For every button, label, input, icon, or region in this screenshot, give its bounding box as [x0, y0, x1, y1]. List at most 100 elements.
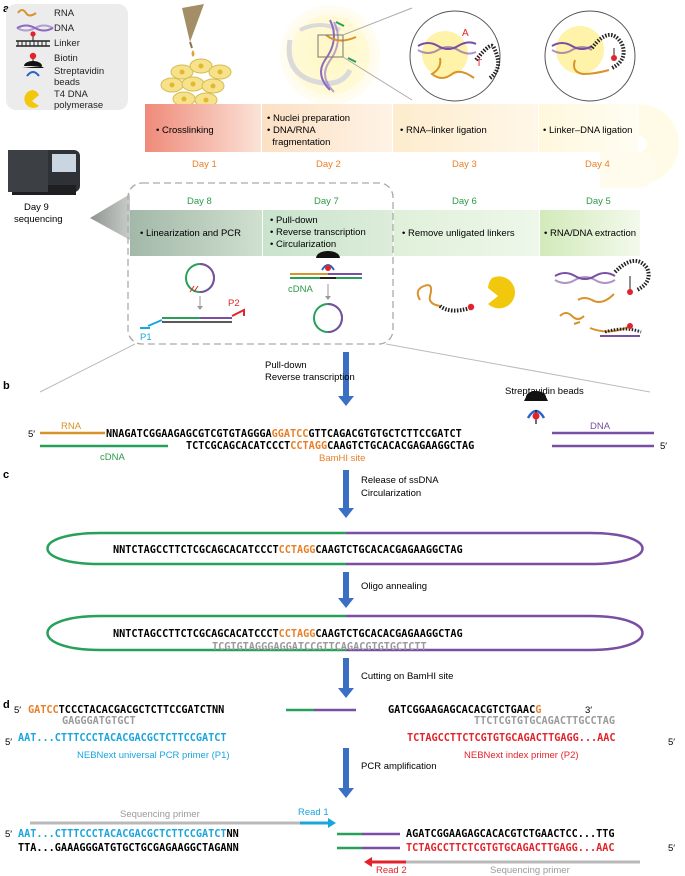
c-circle-2 [46, 614, 644, 652]
read1-label: Read 1 [298, 807, 329, 818]
c-circle-seq-2: NNTCTAGCCTTCTCGCAGCACATCCCTCCTAGGCAAGTCT… [113, 629, 463, 640]
nucleus-illustration [280, 5, 413, 105]
b-5prime-left: 5′ [28, 429, 35, 440]
step-day3-text: • RNA–linker ligation [400, 125, 487, 136]
zoom-line-left [39, 343, 136, 393]
bottom-step-band [90, 182, 640, 345]
step-day2-text-3: fragmentation [267, 137, 330, 148]
d-left-oligo: GAGGGATGTGCT [62, 716, 136, 727]
p1-seq: AAT...CTTTCCCTACACGACGCTCTTCCGATCT [18, 733, 227, 744]
panel-label-b: b [3, 380, 10, 392]
read2-arrow-head [364, 857, 372, 867]
legend-box [6, 4, 128, 110]
rna-dna-extraction-illustration [554, 259, 651, 337]
day7-label: Day 7 [314, 196, 339, 207]
streptavidin-icon [22, 61, 44, 77]
final-5prime-left: 5′ [5, 829, 12, 840]
p2-seq: TCTAGCCTTCTCGTGTGCAGACTTGAGG...AAC [407, 733, 616, 744]
day3-label: Day 3 [452, 159, 477, 170]
b-dna-label: DNA [590, 421, 611, 432]
legend-t4-label-1: T4 DNA [54, 89, 88, 100]
day8-label: Day 8 [187, 196, 212, 207]
final-bottom-left: TTA...GAAAGGGATGTGCTGCGAGAAGGCTAGANN [18, 843, 239, 854]
seq-primer-1-label: Sequencing primer [120, 809, 200, 820]
t-overhang-label: T [476, 58, 482, 69]
p2-small-label: P2 [228, 298, 240, 309]
c-step-release: Release of ssDNA [361, 475, 439, 486]
b-step-pulldown: Pull-down [265, 360, 307, 371]
rna-linker-ligation-illustration: A T [409, 10, 501, 102]
b-cdna-label: cDNA [100, 452, 125, 463]
day4-box [539, 104, 639, 152]
d-right-oligo: TTCTCGTGTGCAGACTTGCCTAG [474, 716, 615, 727]
day9-label: Day 9 [24, 202, 49, 213]
d-left-seq: GATCCTCCCTACACGACGCTCTTCCGATCTNN [28, 705, 224, 716]
b-rna-label: RNA [61, 421, 82, 432]
c-oligo-seq: TCGTGTAGGGAGGATCCGTTCAGACGTGTGCTCTT [212, 642, 427, 653]
legend-linker-label: Linker [54, 38, 80, 49]
sequencing-label: sequencing [14, 214, 63, 225]
final-top-left: AAT...CTTTCCCTACACGACGCTCTTCCGATCTNN [18, 829, 239, 840]
day7-box [263, 210, 393, 256]
p1-label: NEBNext universal PCR primer (P1) [77, 750, 230, 761]
b-bottom-seq: TCTCGCAGCACATCCCTCCTAGGCAAGTCTGCACACGAGA… [186, 441, 474, 452]
arrow-d-head [338, 788, 354, 798]
step-day5-text: • RNA/DNA extraction [544, 228, 636, 239]
b-bead-icon [524, 391, 548, 424]
top-step-band [145, 104, 679, 184]
arrow-c3-head [338, 688, 354, 698]
day5-label: Day 5 [586, 196, 611, 207]
day6-box [394, 210, 539, 256]
step-day6-text: • Remove unligated linkers [402, 228, 515, 239]
day6-label: Day 6 [452, 196, 477, 207]
step-day2-text-1: • Nuclei preparation [267, 113, 350, 124]
day2-label: Day 2 [316, 159, 341, 170]
panel-label-d: d [3, 699, 10, 711]
step-day4-text: • Linker–DNA ligation [543, 125, 632, 136]
cdna-small-label: cDNA [288, 284, 313, 295]
arrow-b-head [338, 396, 354, 406]
legend-strep-label-2: beads [54, 77, 80, 88]
sequencer-illustration [8, 150, 80, 195]
rna-icon [17, 9, 37, 17]
b-bamhi-label: BamHI site [319, 453, 365, 464]
final-top-right: AGATCGGAAGAGCACACGTCTGAACTCC...TTG [406, 829, 615, 840]
bottom-step-texts: Day 8 Day 7 Day 6 Day 5 • Linearization … [140, 196, 636, 250]
final-bottom-right: TCTAGCCTTCTCGTGTGCAGACTTGAGG...AAC [406, 843, 615, 854]
day4-label: Day 4 [585, 159, 610, 170]
d-5prime: 5′ [14, 705, 21, 716]
pulldown-illustration: cDNA [288, 251, 362, 333]
dna-icon [16, 24, 54, 32]
c-step-circ: Circularization [361, 488, 421, 499]
day5-box [540, 210, 640, 256]
p1-5prime: 5′ [5, 737, 12, 748]
linearization-illustration: P1 P2 [140, 263, 245, 343]
linker-dna-ligation-illustration [544, 10, 636, 102]
panel-label-a: a [3, 3, 10, 15]
legend: RNA DNA Linker Biotin Streptavidin beads… [6, 4, 128, 111]
b-step-rt: Reverse transcription [265, 372, 355, 383]
panel-label-c: c [3, 469, 9, 481]
c-step-oligo: Oligo annealing [361, 581, 427, 592]
legend-biotin-label: Biotin [54, 53, 78, 64]
b-5prime-right: 5′ [660, 441, 667, 452]
step-day7-text-3: • Circularization [270, 239, 336, 250]
legend-dna-label: DNA [54, 23, 75, 34]
b-top-seq: NNAGATCGGAAGAGCGTCGTGTAGGGAGGATCCGTTCAGA… [106, 429, 462, 440]
day3-box [393, 104, 538, 152]
p2-5prime: 5′ [668, 737, 675, 748]
read1-arrow-head [328, 818, 336, 828]
day2-box [262, 104, 392, 152]
step-day7-text-2: • Reverse transcription [270, 227, 366, 238]
read2-label: Read 2 [376, 865, 407, 876]
c-circle-seq-1: NNTCTAGCCTTCTCGCAGCACATCCCTCCTAGGCAAGTCT… [113, 545, 463, 556]
legend-t4-label-2: polymerase [54, 100, 103, 111]
row-connector [600, 152, 657, 188]
t4-polymerase-icon [24, 90, 39, 108]
b-streptavidin-label: Streptavidin beads [505, 386, 584, 397]
step-day2-text-2: • DNA/RNA [267, 125, 316, 136]
p2-label: NEBNext index primer (P2) [464, 750, 579, 761]
step-day8-text: • Linearization and PCR [140, 228, 241, 239]
c-circle-1 [46, 531, 644, 566]
legend-strep-label-1: Streptavidin [54, 66, 104, 77]
